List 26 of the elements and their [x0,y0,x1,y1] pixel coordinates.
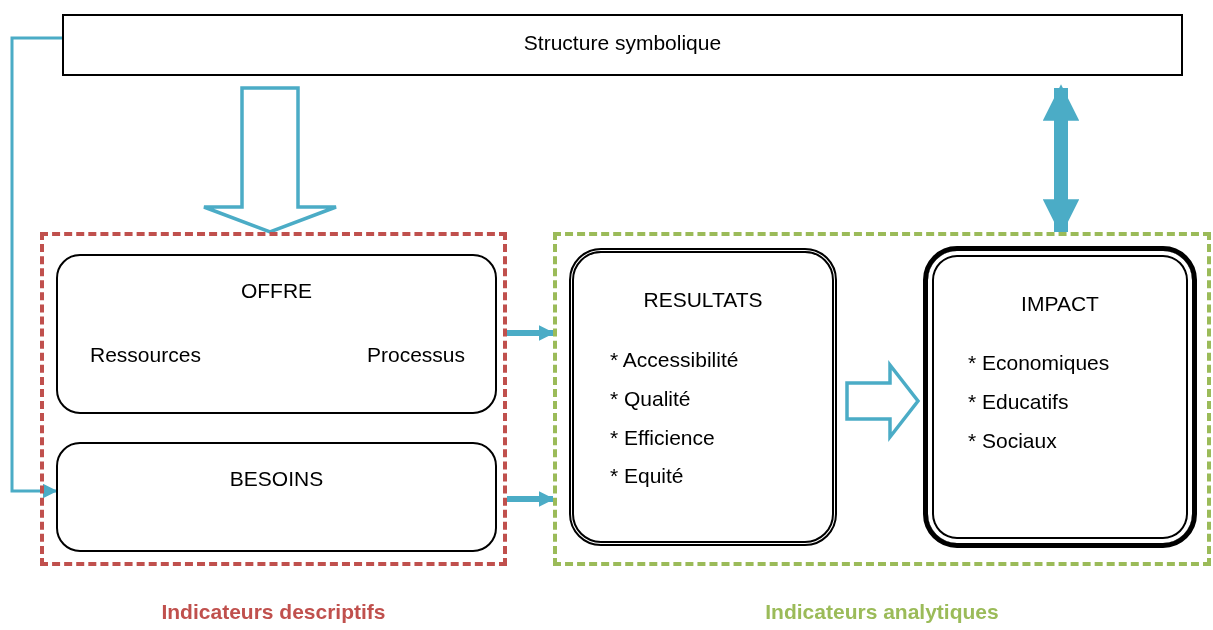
list-item: * Sociaux [968,428,1057,454]
list-item: * Efficience [610,425,715,451]
arrow [507,325,555,341]
list-item: * Qualité [610,386,691,412]
elbow-arrow [10,36,62,499]
process-box [923,246,1197,548]
block-arrow [202,86,338,234]
process-box [56,442,497,552]
item-label: Ressources [90,342,201,368]
box-heading: BESOINS [228,466,325,492]
process-box [569,248,837,546]
list-item: * Equité [610,463,684,489]
box-heading: Structure symbolique [522,30,723,56]
block-arrow [845,359,921,443]
list-item: * Educatifs [968,389,1069,415]
arrow [507,491,555,507]
box-heading: IMPACT [1020,291,1100,317]
list-item: * Economiques [968,350,1110,376]
group-caption: Indicateurs analytiques [764,600,1000,624]
box-heading: RESULTATS [642,287,764,313]
process-box [56,254,497,414]
item-label: Processus [366,342,465,368]
group-caption: Indicateurs descriptifs [160,600,387,624]
title-box [62,14,1183,76]
box-heading: OFFRE [239,278,314,304]
list-item: * Accessibilité [610,347,739,373]
